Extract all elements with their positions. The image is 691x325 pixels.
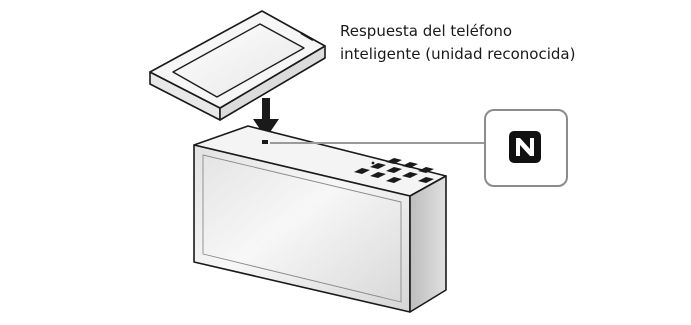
speaker-button <box>386 177 402 183</box>
nfc-response-caption: Respuesta del teléfono inteligente (unid… <box>340 20 680 66</box>
smartphone-icon <box>149 10 326 121</box>
speaker-button <box>402 172 418 178</box>
down-arrow-icon <box>253 98 279 138</box>
speaker-button <box>402 162 418 168</box>
speaker-button <box>386 158 402 164</box>
speaker-buttons <box>354 158 434 183</box>
speaker-icon <box>193 125 447 313</box>
speaker-button <box>354 168 370 174</box>
caption-line-1: Respuesta del teléfono <box>340 22 513 40</box>
speaker-button <box>370 163 386 169</box>
nfc-n-mark-icon <box>509 131 541 163</box>
speaker-button <box>386 167 402 173</box>
caption-line-2: inteligente (unidad reconocida) <box>340 45 576 63</box>
speaker-button <box>418 167 434 173</box>
nfc-callout <box>484 109 568 187</box>
speaker-button <box>370 172 386 178</box>
speaker-button <box>418 177 434 183</box>
